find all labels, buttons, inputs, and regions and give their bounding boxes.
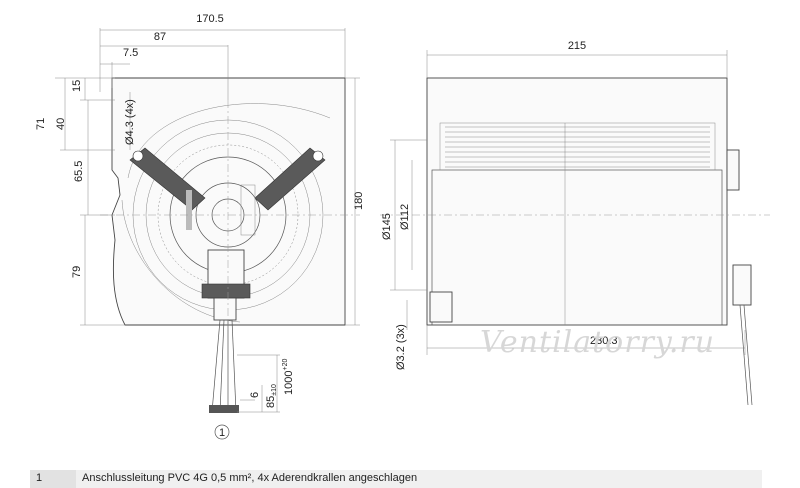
dim-230-3: 230.3 (590, 335, 618, 347)
dim-180: 180 (353, 192, 365, 210)
dim-cable-strip: 85±10 (265, 384, 278, 408)
legend-table: 1 Anschlussleitung PVC 4G 0,5 mm², 4x Ad… (30, 470, 762, 488)
dim-cable-length: 1000+20 (282, 359, 295, 395)
watermark: Ventilatorry.ru (480, 325, 715, 360)
side-view: 215 Ø145 Ø112 Ø3.2 (3x) 230.3 (380, 40, 770, 406)
dim-7-5: 7.5 (123, 47, 138, 59)
dim-79: 79 (71, 266, 83, 278)
legend-number: 1 (30, 470, 76, 488)
dim-170-5: 170.5 (196, 13, 224, 25)
dim-15: 15 (71, 80, 83, 92)
dim-87: 87 (154, 31, 166, 43)
dim-hole: Ø4.3 (4x) (124, 99, 136, 145)
dim-dia-112: Ø112 (399, 204, 411, 230)
side-housing (426, 77, 728, 326)
legend-text: Anschlussleitung PVC 4G 0,5 mm², 4x Ader… (76, 470, 762, 488)
dim-71: 71 (35, 118, 47, 130)
dim-215: 215 (568, 40, 586, 52)
dim-cable-core: 6 (249, 392, 261, 398)
dim-dia-145: Ø145 (381, 213, 393, 240)
callout-1: 1 (219, 427, 225, 439)
front-view: 170.5 87 7.5 Ø4.3 (4x) 15 40 71 65.5 79 … (35, 13, 365, 440)
dim-65-5: 65.5 (73, 161, 85, 182)
dim-40: 40 (55, 118, 67, 130)
dim-dia-3-2: Ø3.2 (3x) (395, 324, 407, 370)
